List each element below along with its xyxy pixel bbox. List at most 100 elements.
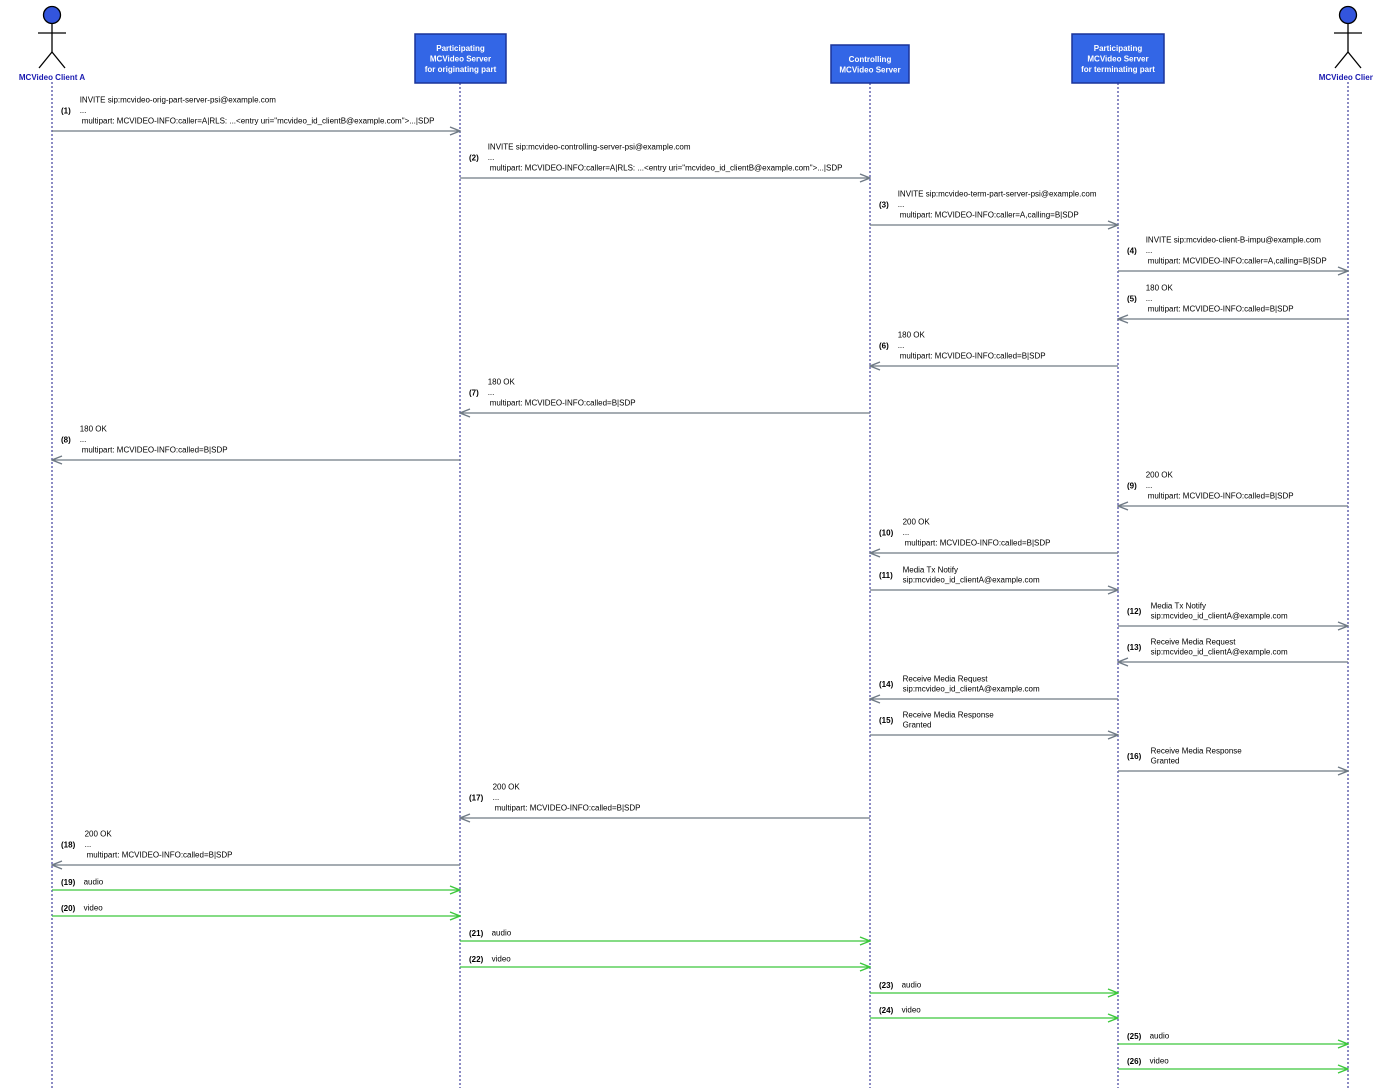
message-label: multipart: MCVIDEO-INFO:caller=A,calling… [1148, 257, 1327, 266]
message-1: (1) INVITE sip:mcvideo-orig-part-server-p… [52, 96, 460, 132]
message-label: INVITE sip:mcvideo-client-B-impu@example… [1146, 236, 1322, 245]
message-24: (24) video [870, 1006, 1118, 1019]
message-label: 200 OK [85, 830, 113, 839]
participant-box [414, 33, 507, 84]
message-number: (18) [61, 841, 76, 850]
message-label: multipart: MCVIDEO-INFO:called=B|SDP [900, 352, 1046, 361]
message-number: (9) [1127, 482, 1137, 491]
message-number: (6) [879, 342, 889, 351]
message-number: (22) [469, 955, 484, 964]
message-label: audio [1150, 1032, 1170, 1041]
message-2: (2)INVITE sip:mcvideo-controlling-server… [460, 143, 870, 179]
message-number: (5) [1127, 295, 1137, 304]
message-number: (24) [879, 1006, 894, 1015]
message-label: Media Tx Notify [903, 566, 958, 575]
message-label: ... [80, 106, 87, 115]
message-number: (8) [61, 436, 71, 445]
participant-label: Controlling [849, 55, 892, 64]
message-label: Receive Media Request [1151, 638, 1237, 647]
message-14: (14)Receive Media Requestsip:mcvideo_id_… [870, 675, 1118, 700]
actor-head [1338, 5, 1358, 25]
actor-leg-right [1347, 51, 1362, 69]
message-label: 200 OK [493, 783, 521, 792]
message-number: (15) [879, 716, 894, 725]
message-label: audio [902, 981, 922, 990]
message-label: 180 OK [80, 425, 108, 434]
message-label: multipart: MCVIDEO-INFO:called=B|SDP [87, 851, 233, 860]
message-number: (3) [879, 201, 889, 210]
message-label: 200 OK [903, 518, 931, 527]
message-6: (6) 180 OK... multipart: MCVIDEO-INFO:call… [870, 331, 1118, 367]
message-label: 180 OK [488, 378, 516, 387]
message-label: 180 OK [1146, 284, 1174, 293]
message-label: INVITE sip:mcvideo-term-part-server-psi@… [898, 190, 1097, 199]
actor-label: MCVideo Client [1319, 73, 1373, 82]
message-label: multipart: MCVIDEO-INFO:called=B|SDP [905, 539, 1051, 548]
message-number: (25) [1127, 1032, 1142, 1041]
message-20: (20)video [52, 904, 460, 917]
message-label: video [1150, 1057, 1170, 1066]
message-label: multipart: MCVIDEO-INFO:called=B|SDP [1148, 305, 1294, 314]
participant-label: MCVideo Server [1087, 55, 1148, 64]
message-label: video [492, 955, 512, 964]
participant-label: for terminating part [1081, 65, 1155, 74]
participant-box [830, 44, 910, 84]
message-10: (10) 200 OK... multipart: MCVIDEO-INFO:cal… [870, 518, 1118, 554]
message-21: (21)audio [460, 929, 870, 942]
message-label: ... [903, 528, 910, 537]
message-label: audio [492, 929, 512, 938]
participant-label: for originating part [425, 65, 497, 74]
message-number: (23) [879, 981, 894, 990]
message-8: (8)180 OK...multipart: MCVIDEO-INFO:call… [52, 425, 460, 461]
message-number: (26) [1127, 1057, 1142, 1066]
message-number: (13) [1127, 643, 1142, 652]
message-number: (11) [879, 571, 893, 580]
message-label: audio [84, 878, 104, 887]
message-label: INVITE sip:mcvideo-orig-part-server-psi@… [80, 96, 277, 105]
message-label: ... [1146, 294, 1153, 303]
message-19: (19) audio [52, 878, 460, 891]
messages: (1) INVITE sip:mcvideo-orig-part-server-p… [52, 96, 1348, 1070]
message-number: (17) [469, 794, 484, 803]
message-number: (12) [1127, 607, 1142, 616]
message-label: ... [898, 200, 905, 209]
message-number: (1) [61, 107, 71, 116]
message-label: ... [488, 388, 495, 397]
message-label: ... [898, 341, 905, 350]
message-17: (17)200 OK...multipart: MCVIDEO-INFO:cal… [460, 783, 870, 819]
message-label: Media Tx Notify [1151, 602, 1206, 611]
message-4: (4) INVITE sip:mcvideo-client-B-impu@exam… [1118, 236, 1348, 272]
message-label: multipart: MCVIDEO-INFO:called=B|SDP [1148, 492, 1294, 501]
message-label: sip:mcvideo_id_clientA@example.com [903, 576, 1040, 585]
message-23: (23) audio [870, 981, 1118, 994]
message-label: ... [1146, 481, 1153, 490]
message-number: (10) [879, 529, 894, 538]
message-3: (3) INVITE sip:mcvideo-term-part-server-p… [870, 190, 1118, 226]
message-label: ... [85, 840, 92, 849]
participant-label: MCVideo Server [839, 65, 900, 74]
message-label: multipart: MCVIDEO-INFO:caller=A,calling… [900, 211, 1079, 220]
message-12: (12)Media Tx Notifysip:mcvideo_id_client… [1118, 602, 1348, 627]
message-number: (2) [469, 154, 479, 163]
message-label: Receive Media Response [1151, 747, 1243, 756]
message-26: (26) video [1118, 1057, 1348, 1070]
message-13: (13) Receive Media Requestsip:mcvideo_id_… [1118, 638, 1348, 663]
message-label: 180 OK [898, 331, 926, 340]
message-number: (4) [1127, 247, 1137, 256]
message-label: Receive Media Response [903, 711, 995, 720]
message-label: sip:mcvideo_id_clientA@example.com [1151, 648, 1288, 657]
message-label: Granted [1151, 757, 1180, 766]
message-label: video [902, 1006, 922, 1015]
actor-icon [38, 5, 66, 69]
message-5: (5) 180 OK... multipart: MCVIDEO-INFO:call… [1118, 284, 1348, 320]
message-11: (11) Media Tx Notifysip:mcvideo_id_client… [870, 566, 1118, 591]
message-22: (22) video [460, 955, 870, 968]
actor-icon [1334, 5, 1362, 69]
message-number: (19) [61, 878, 76, 887]
